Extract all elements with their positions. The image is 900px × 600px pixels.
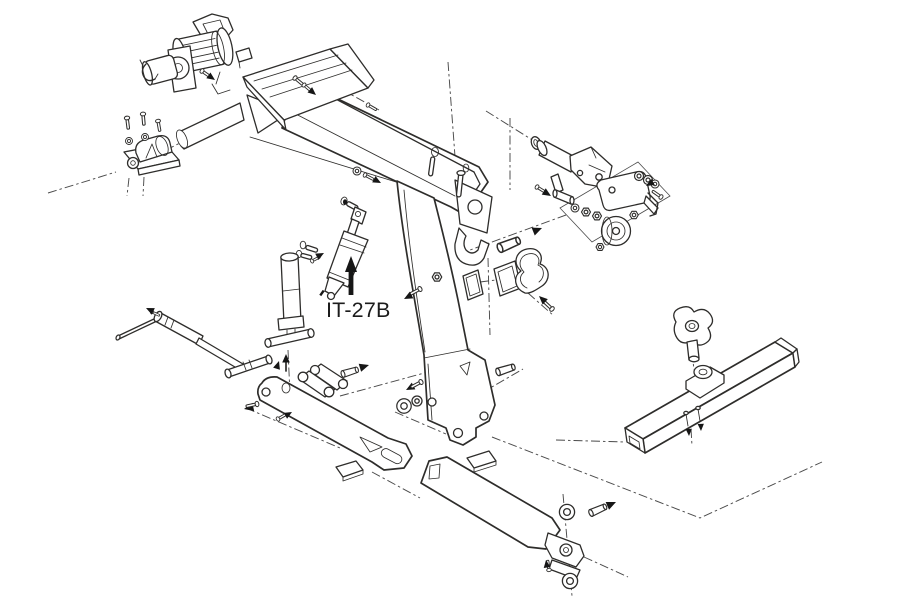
up-arrow-icon <box>345 256 357 295</box>
main-frame <box>175 86 496 446</box>
hydraulic-cylinder <box>295 196 369 301</box>
front-leg-beam <box>420 450 618 590</box>
pins-and-plates <box>402 224 556 377</box>
boom-ring-pin-icon <box>427 147 439 177</box>
roller-assembly <box>570 170 665 251</box>
boom-head <box>427 147 493 266</box>
winch-assembly <box>139 13 234 95</box>
part-callout: IT-27B <box>326 256 391 322</box>
t-knob-icon <box>673 306 714 363</box>
left-leg-assembly <box>243 359 425 482</box>
axle-bracket <box>123 111 181 176</box>
part-callout-label: IT-27B <box>326 298 391 322</box>
jack-handle <box>115 304 273 379</box>
support-post <box>264 240 319 372</box>
boom-extension <box>530 136 613 205</box>
cross-beam <box>624 306 800 454</box>
boom-head-pin-icon <box>455 163 470 198</box>
